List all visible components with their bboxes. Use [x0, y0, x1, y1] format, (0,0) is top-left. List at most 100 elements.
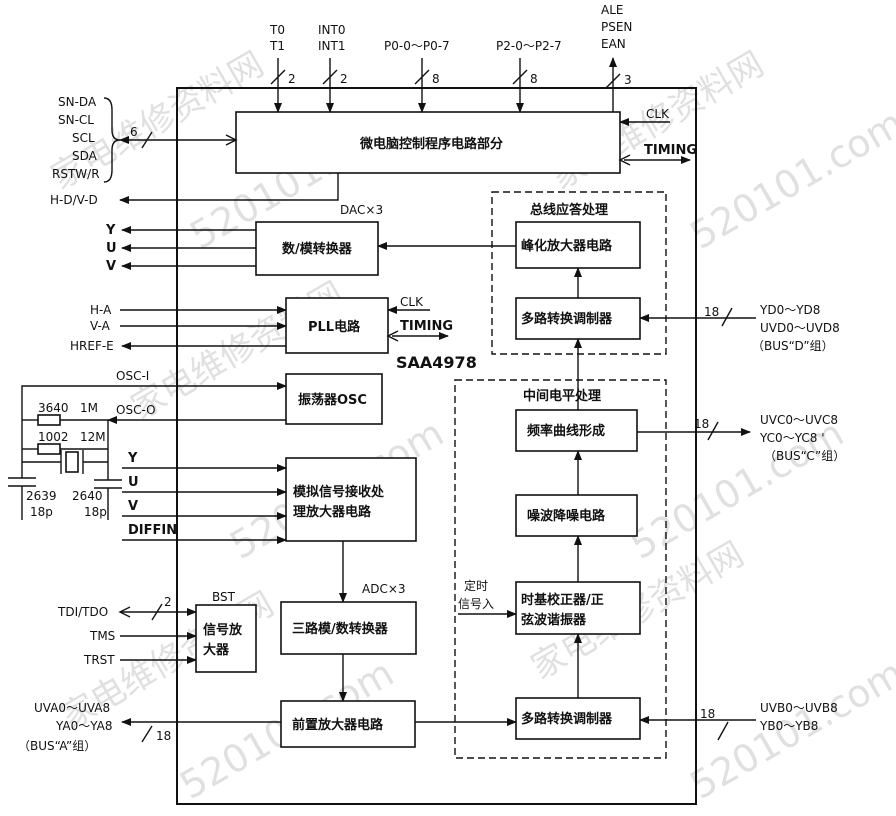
adc-x3-label: ADC×3: [362, 582, 406, 596]
wire-timing-mcu-arrow: [618, 154, 631, 166]
label-timing-mcu: TIMING: [644, 143, 697, 158]
pin-v-out: V: [106, 259, 116, 274]
bus-count-p2: 8: [530, 72, 538, 86]
bus-slash-ale: [605, 73, 621, 89]
analog-rx-block: [285, 457, 417, 542]
label-r1m: 1M: [80, 401, 98, 415]
pin-bus-c: （BUS“C”组）: [764, 449, 845, 463]
bst-block-label-1: 信号放: [203, 622, 243, 638]
adc3-block: [280, 601, 417, 655]
pin-ean: EAN: [601, 37, 626, 51]
osc-block: [285, 373, 383, 425]
pin-y-out: Y: [105, 223, 116, 238]
bus-count-c: 18: [694, 417, 709, 431]
bus-slash-tdi: [151, 603, 163, 621]
watermark-text: 520101.com: [683, 101, 896, 258]
pin-p2: P2-0～P2-7: [496, 39, 562, 53]
analog-rx-label-2: 理放大器电路: [293, 504, 372, 520]
adc3-block-label: 三路模/数转换器: [292, 621, 389, 637]
mcu-block-label: 微电脑控制程序电路部分: [359, 136, 503, 152]
mcu-block: [235, 111, 621, 174]
peaking-amp-block: [515, 221, 641, 269]
pin-sn-da: SN-DA: [58, 95, 97, 109]
pin-diffin: DIFFIN: [128, 523, 177, 538]
pin-bus-d: （BUS“D”组）: [752, 339, 834, 353]
label-c2639-val: 18p: [30, 505, 53, 519]
bst-block: [195, 604, 257, 673]
label-r1002: 1002: [38, 430, 69, 444]
pin-u-in: U: [128, 475, 139, 490]
pin-uvc: UVC0～UVC8: [760, 413, 838, 427]
label-clk-mcu: CLK: [646, 107, 670, 121]
label-c2640-val: 18p: [84, 505, 107, 519]
bst-block-label-2: 大器: [203, 642, 230, 658]
pin-int0: INT0: [318, 23, 345, 37]
pin-hd-vd: H-D/V-D: [50, 193, 98, 207]
bus-slash-d: [721, 307, 733, 327]
bus-slash-a: [141, 725, 153, 743]
bus-slash-c: [707, 421, 719, 441]
pin-uvd: UVD0～UVD8: [760, 321, 840, 335]
dac-x3-label: DAC×3: [340, 203, 383, 217]
chip-outline: [176, 87, 697, 805]
resistor-3640: [37, 414, 61, 426]
freq-curve-label: 频率曲线形成: [527, 423, 605, 439]
osc-block-label: 振荡器OSC: [298, 392, 367, 408]
pin-sn-cl: SN-CL: [58, 113, 94, 127]
bus-slash-p0: [414, 69, 430, 85]
pin-bus-a: （BUS“A”组）: [18, 739, 96, 753]
bus-count-sn: 6: [130, 125, 138, 139]
pin-uva: UVA0～UVA8: [34, 701, 110, 715]
pin-yd: YD0～YD8: [759, 303, 820, 317]
wire-osc-i: [21, 382, 287, 430]
pin-rstw: RSTW/R: [52, 167, 100, 181]
pin-yb: YB0～YB8: [759, 719, 818, 733]
chip-name: SAA4978: [396, 353, 477, 372]
bus-count-ale: 3: [624, 73, 632, 87]
mux-d-label: 多路转换调制器: [521, 311, 613, 327]
pin-t1: T1: [269, 39, 285, 53]
crystal-12m: [65, 451, 79, 473]
pin-ale: ALE: [601, 3, 623, 17]
pll-block: [285, 297, 389, 354]
pin-osc-o: OSC-O: [116, 403, 156, 417]
label-clk-pll: CLK: [400, 295, 424, 309]
pin-href-e: HREF-E: [70, 339, 114, 353]
pin-scl: SCL: [72, 131, 95, 145]
resistor-1002: [37, 443, 61, 455]
timebase-label-2: 弦波谐振器: [521, 612, 587, 628]
label-timing-pll: TIMING: [400, 319, 453, 334]
bus-slash-t: [270, 69, 286, 85]
pin-h-a: H-A: [90, 303, 112, 317]
wire-timing-pll-arrow: [386, 330, 399, 342]
bus-slash-p2: [512, 69, 528, 85]
label-r3640: 3640: [38, 401, 69, 415]
region-mid-level: [454, 379, 667, 759]
pin-tms: TMS: [89, 629, 115, 643]
mux-b-label: 多路转换调制器: [521, 711, 613, 727]
noise-reduction-label: 噪波降噪电路: [527, 508, 606, 524]
pin-ya: YA0～YA8: [55, 719, 113, 733]
label-timing-in-2: 信号入: [458, 597, 494, 611]
pin-psen: PSEN: [601, 20, 632, 34]
label-timing-in-1: 定时: [464, 578, 488, 593]
pin-t0: T0: [269, 23, 285, 37]
label-c2640: 2640: [72, 489, 103, 503]
dac-block-label: 数/模转换器: [282, 241, 353, 257]
wire-hd-vd: [119, 173, 339, 204]
bus-slash-b: [717, 721, 729, 741]
bus-slash-sn: [141, 131, 153, 149]
bus-count-b: 18: [700, 707, 715, 721]
pin-uvb: UVB0～UVB8: [760, 701, 838, 715]
label-c2639: 2639: [26, 489, 57, 503]
pin-trst: TRST: [83, 653, 115, 667]
bus-count-t: 2: [288, 72, 296, 86]
wire-sn-bus-in: [225, 134, 238, 146]
label-x12m: 12M: [80, 430, 106, 444]
region-bus-response-label: 总线应答处理: [530, 202, 608, 218]
bst-label: BST: [212, 590, 236, 604]
bus-count-d: 18: [704, 305, 719, 319]
bus-count-int: 2: [340, 72, 348, 86]
pll-block-label: PLL电路: [308, 319, 361, 335]
